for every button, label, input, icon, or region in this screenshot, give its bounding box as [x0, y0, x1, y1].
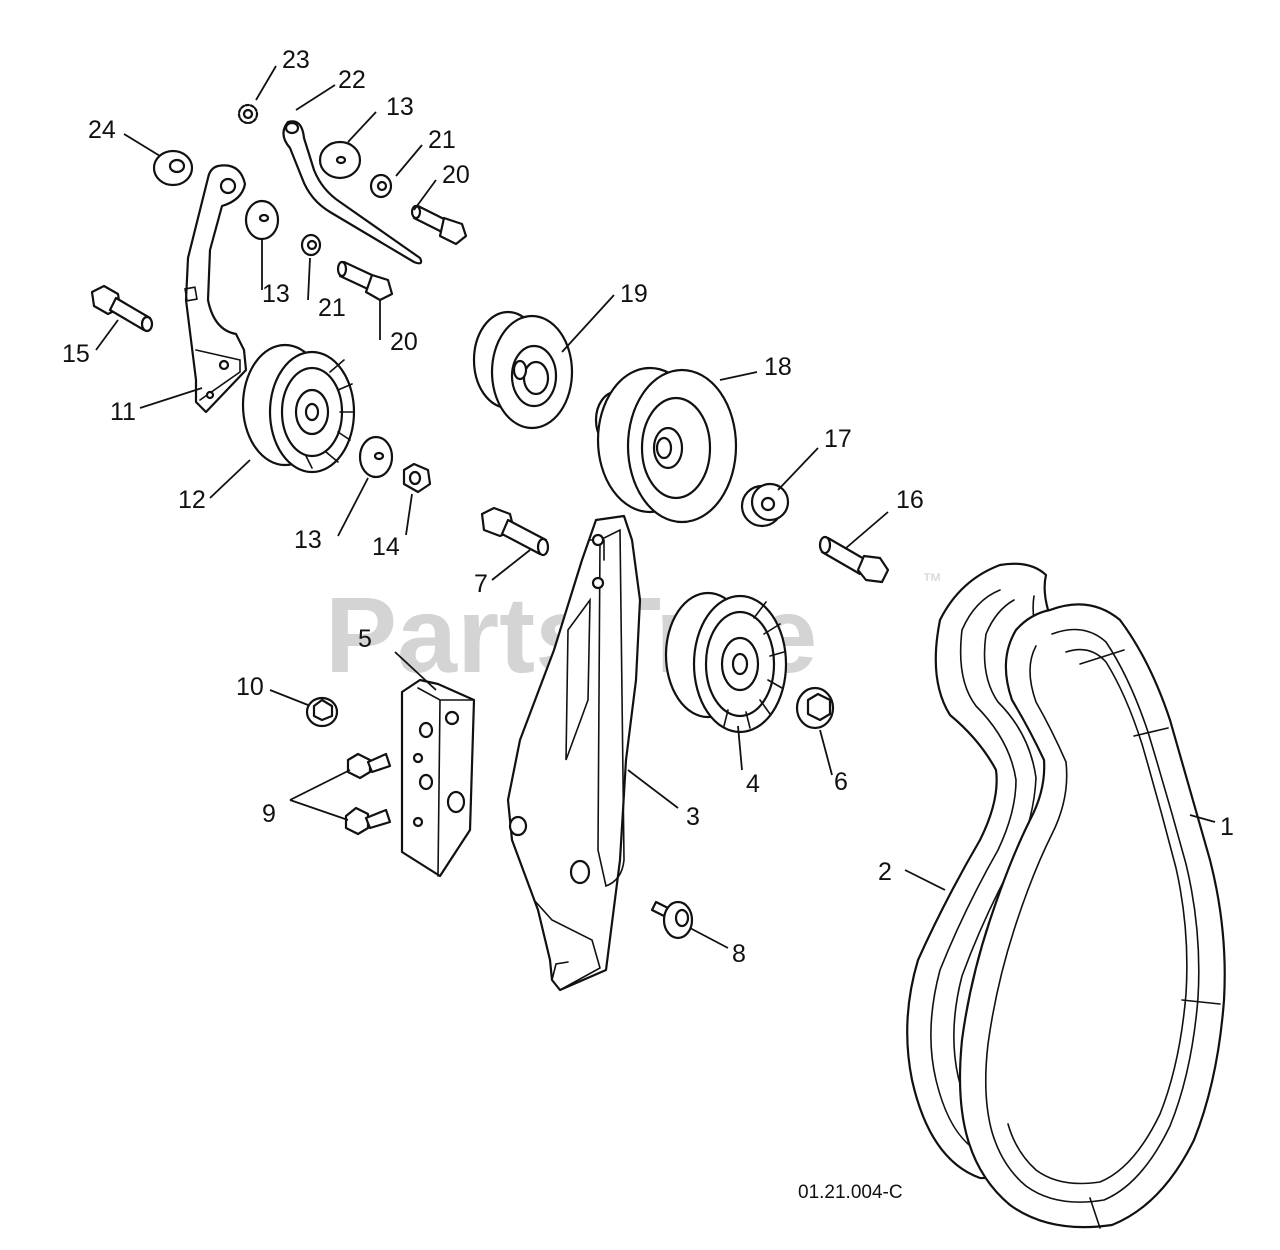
callout-4: 4 [746, 770, 760, 798]
callout-20-top: 20 [442, 161, 470, 189]
part-5-bracket-plate[interactable] [400, 678, 476, 878]
drawing-code: 01.21.004-C [798, 1182, 903, 1203]
part-9-bolt-upper[interactable] [346, 752, 392, 780]
part-22-rod[interactable] [282, 120, 423, 265]
callout-20-middle: 20 [390, 328, 418, 356]
part-15-bolt[interactable] [90, 284, 154, 333]
part-6-flange-nut[interactable] [795, 686, 835, 730]
part-14-nut[interactable] [402, 462, 432, 494]
callout-16: 16 [896, 486, 924, 514]
part-7-bolt[interactable] [480, 506, 550, 557]
callout-13-top: 13 [386, 93, 414, 121]
callout-19: 19 [620, 280, 648, 308]
callout-18: 18 [764, 353, 792, 381]
callout-21-middle: 21 [318, 294, 346, 322]
part-20-bolt-middle[interactable] [336, 260, 394, 302]
part-12-idler-pulley[interactable] [241, 343, 356, 474]
callout-24: 24 [88, 116, 116, 144]
callout-11: 11 [110, 398, 136, 426]
part-9-bolt-lower[interactable] [344, 806, 392, 836]
part-20-bolt-top[interactable] [410, 204, 468, 246]
part-24-washer[interactable] [152, 149, 194, 187]
callout-3: 3 [686, 803, 700, 831]
part-4-idler-pulley[interactable] [664, 591, 788, 734]
part-13-washer-middle[interactable] [244, 199, 280, 241]
part-23-lock-washer[interactable] [237, 103, 259, 125]
part-19-pulley[interactable] [472, 310, 574, 430]
part-8-bolt[interactable] [650, 900, 694, 940]
callout-21-top: 21 [428, 126, 456, 154]
callout-13-middle: 13 [262, 280, 290, 308]
part-16-bolt[interactable] [818, 535, 890, 584]
callout-2: 2 [878, 858, 892, 886]
callout-10: 10 [236, 673, 264, 701]
part-3-tension-arm[interactable] [506, 514, 642, 992]
callout-5: 5 [358, 625, 372, 653]
callout-6: 6 [834, 768, 848, 796]
part-10-nut[interactable] [305, 696, 339, 728]
part-11-bracket-arm[interactable] [184, 164, 248, 414]
callout-14: 14 [372, 533, 400, 561]
part-17-spacer[interactable] [740, 482, 790, 528]
callout-12: 12 [178, 486, 206, 514]
callout-labels: 1 2 3 4 5 6 7 8 9 10 11 12 13 13 13 14 1… [62, 46, 1234, 968]
leader-lines [95, 65, 1216, 949]
callout-8: 8 [732, 940, 746, 968]
part-13-washer-top[interactable] [318, 140, 362, 180]
callout-22: 22 [338, 66, 366, 94]
part-18-large-pulley[interactable] [594, 366, 738, 524]
part-1-belt[interactable] [958, 603, 1226, 1229]
callout-1: 1 [1220, 813, 1234, 841]
part-13-washer-lower[interactable] [358, 435, 394, 479]
callout-17: 17 [824, 425, 852, 453]
callout-13-lower: 13 [294, 526, 322, 554]
callout-7: 7 [474, 570, 488, 598]
part-21-lock-washer-middle[interactable] [300, 233, 322, 257]
trademark-symbol: ™ [922, 570, 942, 592]
callout-15: 15 [62, 340, 90, 368]
callout-23: 23 [282, 46, 310, 74]
part-21-lock-washer-top[interactable] [369, 173, 393, 199]
callout-9: 9 [262, 800, 276, 828]
